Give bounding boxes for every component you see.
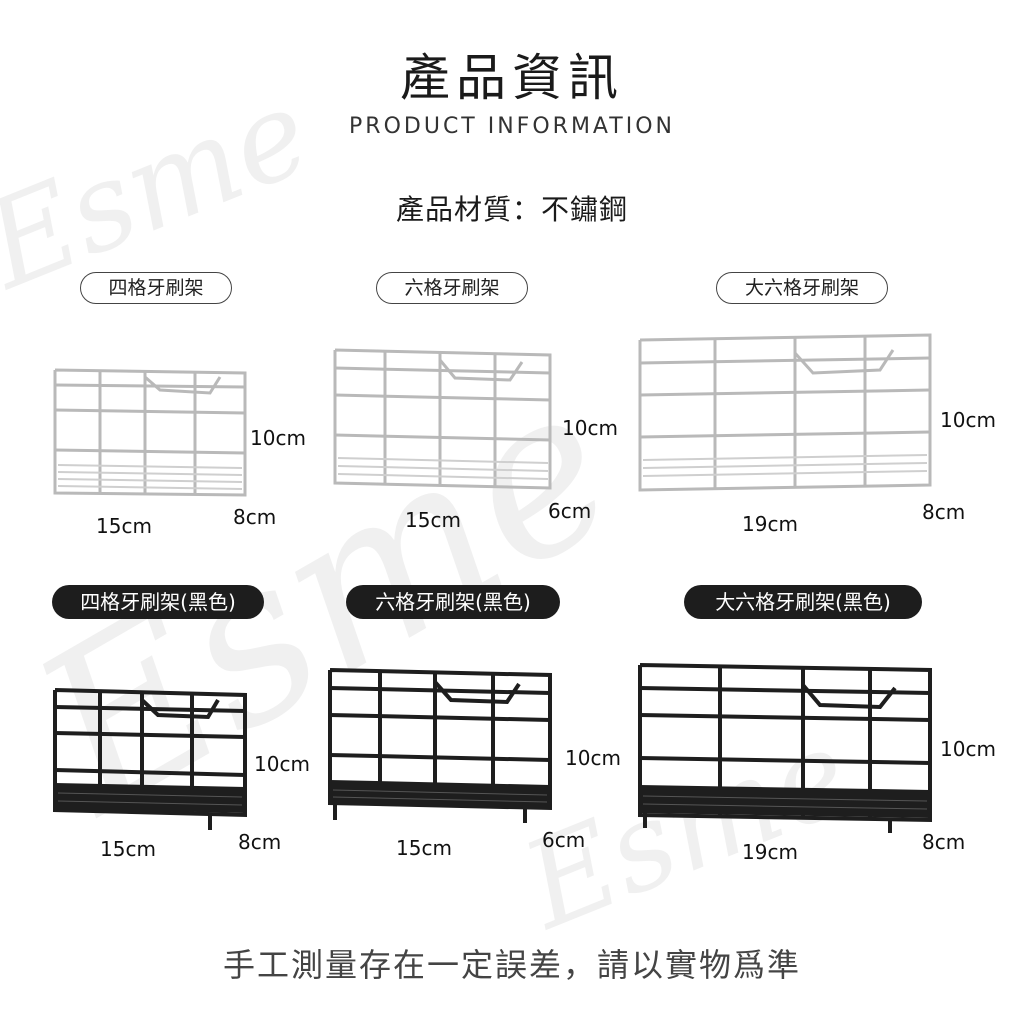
dim-depth-silver-1: 8cm <box>233 505 277 529</box>
page-title: 產品資訊 <box>400 49 624 107</box>
rack-image-silver-four <box>53 368 247 497</box>
dim-height-black-1: 10cm <box>254 752 310 776</box>
dim-depth-black-3: 8cm <box>922 830 966 854</box>
dim-width-silver-1: 15cm <box>96 514 152 538</box>
rack-image-black-four <box>53 688 247 830</box>
rack-image-black-large-six <box>638 663 932 833</box>
material-text: 產品材質：不鏽鋼 <box>395 193 628 226</box>
dim-depth-silver-3: 8cm <box>922 500 966 524</box>
dim-height-black-3: 10cm <box>940 737 996 761</box>
label-six-slot-black: 六格牙刷架(黑色) <box>346 585 560 619</box>
dim-width-black-3: 19cm <box>742 840 798 864</box>
label-large-six-slot: 大六格牙刷架 <box>716 272 888 304</box>
dim-width-black-1: 15cm <box>100 837 156 861</box>
label-six-slot: 六格牙刷架 <box>376 272 528 304</box>
dim-height-silver-2: 10cm <box>562 416 618 440</box>
page-subtitle: PRODUCT INFORMATION <box>349 114 675 139</box>
label-four-slot-black: 四格牙刷架(黑色) <box>52 585 264 619</box>
footer-note: 手工測量存在一定誤差，請以實物爲準 <box>222 946 801 984</box>
dim-width-black-2: 15cm <box>396 836 452 860</box>
dim-depth-black-1: 8cm <box>238 830 282 854</box>
dim-height-silver-3: 10cm <box>940 408 996 432</box>
rack-image-silver-six <box>333 348 552 490</box>
dim-height-silver-1: 10cm <box>250 426 306 450</box>
label-four-slot: 四格牙刷架 <box>80 272 232 304</box>
dim-width-silver-3: 19cm <box>742 512 798 536</box>
dim-height-black-2: 10cm <box>565 746 621 770</box>
dim-depth-silver-2: 6cm <box>548 499 592 523</box>
label-large-six-slot-black: 大六格牙刷架(黑色) <box>684 585 922 619</box>
rack-image-black-six <box>328 668 552 823</box>
rack-image-silver-large-six <box>638 333 932 492</box>
dim-width-silver-2: 15cm <box>405 508 461 532</box>
dim-depth-black-2: 6cm <box>542 828 586 852</box>
